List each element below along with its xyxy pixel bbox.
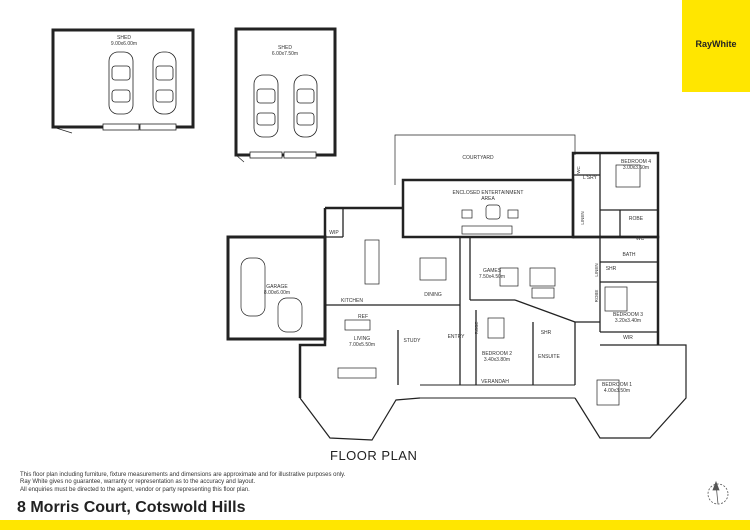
property-address: 8 Morris Court, Cotswold Hills — [17, 499, 246, 516]
verandah-label: VERANDAH — [481, 379, 509, 385]
disclaimer-line: All enquiries must be directed to the ag… — [20, 486, 250, 493]
linen2-label: LINEN — [594, 263, 599, 276]
bath-label: BATH — [623, 252, 636, 258]
linen1-label: LINEN — [580, 211, 585, 224]
living-dims: 7.00x5.50m — [349, 342, 375, 348]
brand-name: RayWhite — [695, 39, 737, 49]
shed2-label: SHED — [278, 45, 292, 51]
wip-label: WIP — [329, 230, 339, 236]
study-label: STUDY — [404, 338, 422, 344]
bedroom1-label: BEDROOM 1 — [602, 382, 632, 388]
robe4-label: ROBE — [629, 216, 644, 222]
games-label: GAMES — [483, 268, 502, 274]
ensuite-label: ENSUITE — [538, 354, 560, 360]
lsry-label: L'SRY — [583, 175, 598, 181]
north-arrow-icon — [707, 480, 729, 505]
shed1-label: SHED — [117, 35, 131, 41]
raywhite-logo: RayWhite — [682, 0, 750, 92]
kitchen-label: KITCHEN — [341, 298, 363, 304]
ref-label: REF — [358, 314, 368, 320]
bedroom1-dims: 4.00x3.50m — [604, 388, 630, 394]
entry-label: ENTRY — [448, 334, 466, 340]
wir-label: WIR — [623, 335, 633, 341]
floor-plan-title: FLOOR PLAN — [330, 448, 418, 463]
courtyard-label: COURTYARD — [462, 155, 494, 161]
entertainment-label-line1: ENCLOSED ENTERTAINMENT — [453, 190, 524, 196]
robe3-label: ROBE — [594, 290, 599, 303]
shed2-dims: 6.00x7.50m — [272, 51, 298, 57]
living-label: LIVING — [354, 336, 371, 342]
bedroom2-label: BEDROOM 2 — [482, 351, 512, 357]
garage-label: GARAGE — [266, 284, 288, 290]
wc1-label: WC — [576, 166, 581, 174]
wc2-label: WC — [636, 236, 645, 242]
robe2-label: ROBE — [474, 322, 479, 335]
entertainment-label-line2: AREA — [481, 196, 495, 202]
bedroom4-label: BEDROOM 4 — [621, 159, 651, 165]
bedroom4-dims: 3.00x3.60m — [623, 165, 649, 171]
shr2-label: SHR — [541, 330, 552, 336]
shed1-dims: 9.00x6.00m — [111, 41, 137, 47]
disclaimer-line: This floor plan including furniture, fix… — [20, 472, 346, 478]
bedroom3-dims: 3.20x3.40m — [615, 318, 641, 324]
disclaimer-line: Ray White gives no guarantee, warranty o… — [20, 479, 256, 486]
garage-dims: 8.00x6.00m — [264, 290, 290, 296]
shr1-label: SHR — [606, 266, 617, 272]
games-dims: 7.50x4.50m — [479, 274, 505, 280]
dining-label: DINING — [424, 292, 442, 298]
brand-bar — [0, 520, 750, 530]
disclaimer: This floor plan including furniture, fix… — [20, 472, 440, 494]
bedroom3-label: BEDROOM 3 — [613, 312, 643, 318]
bedroom2-dims: 3.40x3.80m — [484, 357, 510, 363]
